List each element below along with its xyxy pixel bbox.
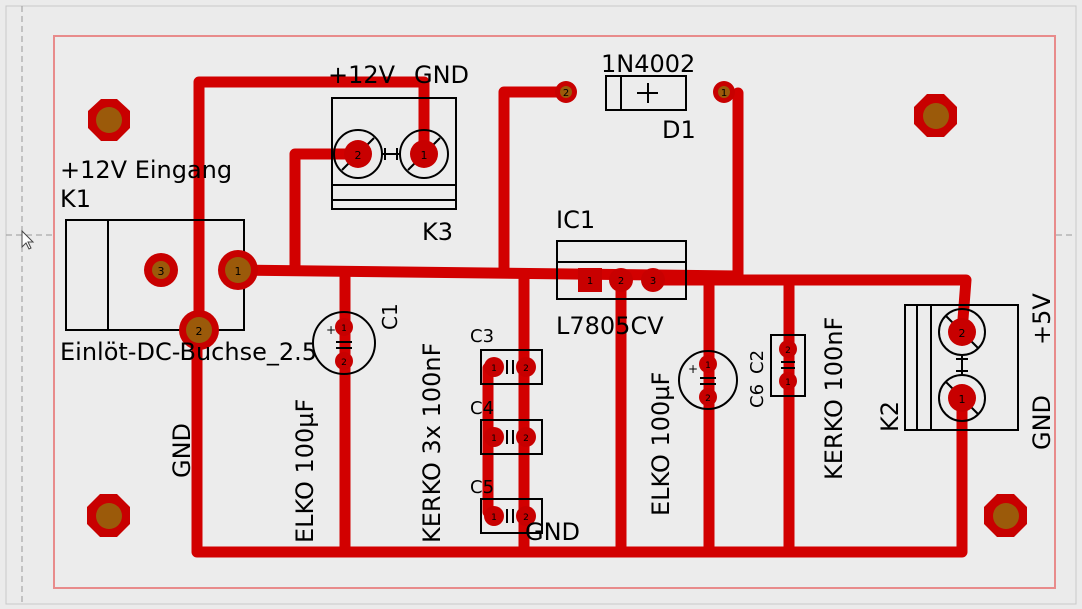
svg-text:1: 1 (721, 88, 727, 99)
pad-k3-1 (410, 140, 438, 168)
svg-text:1: 1 (959, 393, 966, 406)
pad-c5-1 (484, 506, 504, 526)
label-c4-ref: C4 (470, 398, 494, 419)
pad-c3-1 (484, 357, 504, 377)
svg-text:2: 2 (196, 325, 203, 338)
label-ic1-value: L7805CV (556, 312, 664, 340)
svg-text:2: 2 (355, 149, 362, 162)
silkscreen-labels: +12V GND 1N4002 D1 K3 IC1 L7805CV +12V E… (60, 50, 1056, 546)
trace-d1-anode (498, 86, 572, 276)
label-gnd-left: GND (168, 423, 196, 478)
label-c2-ref: C2 (747, 350, 768, 374)
pad-c1-1 (335, 318, 353, 336)
pad-c3-2 (516, 357, 536, 377)
svg-text:1: 1 (491, 434, 497, 444)
trace-5v-out (647, 274, 972, 338)
pad-c1-2 (335, 352, 353, 370)
k3-outline (331, 97, 457, 210)
svg-text:1: 1 (491, 513, 497, 523)
pad-c6-2 (779, 340, 797, 358)
svg-text:2: 2 (705, 394, 711, 404)
svg-text:2: 2 (618, 276, 624, 287)
pad-k2-2 (948, 318, 976, 346)
pad-c6-1 (779, 372, 797, 390)
label-plus5v: +5V (1028, 293, 1056, 345)
pad-c4-2 (516, 427, 536, 447)
label-kerko3x: KERKO 3x 100nF (418, 343, 446, 543)
svg-text:2: 2 (341, 358, 347, 368)
pad-c5-2 (516, 506, 536, 526)
label-c5-ref: C5 (470, 477, 494, 498)
label-c1-ref: C1 (378, 303, 402, 330)
c3-outline (480, 349, 543, 385)
d1-outline (605, 75, 687, 111)
svg-text:+: + (688, 362, 698, 376)
pads: 3 1 2 2 1 2 1 1 2 3 1 2 + 1 2 (144, 81, 976, 526)
pad-k2-1 (948, 384, 976, 412)
board-outline (53, 35, 1056, 589)
svg-text:1: 1 (341, 324, 347, 334)
svg-text:2: 2 (959, 327, 966, 340)
pad-ic1-1 (578, 268, 602, 292)
silkscreen (65, 75, 1019, 534)
trace-12v-input (193, 76, 430, 339)
label-gnd-top: GND (414, 61, 469, 89)
svg-text:1: 1 (421, 149, 428, 162)
label-elko2: ELKO 100µF (647, 372, 675, 516)
label-k1-value: Einlöt-DC-Buchse_2.5 (60, 338, 317, 366)
canvas-frame (5, 5, 1077, 605)
label-k2-ref: K2 (876, 401, 904, 432)
svg-text:2: 2 (523, 434, 529, 444)
svg-text:1: 1 (235, 265, 242, 278)
pad-k3-2 (344, 140, 372, 168)
label-kerko1: KERKO 100nF (820, 317, 848, 480)
pad-c4-1 (484, 427, 504, 447)
svg-text:1: 1 (705, 361, 711, 371)
svg-text:2: 2 (523, 364, 529, 374)
label-gnd-mid: GND (525, 518, 580, 546)
pad-ic1-2 (609, 268, 633, 292)
label-d1-ref: D1 (662, 116, 696, 144)
svg-text:3: 3 (650, 276, 656, 287)
svg-text:2: 2 (563, 88, 569, 99)
mounting-holes (87, 94, 1027, 537)
ic1-outline (556, 240, 687, 300)
svg-text:1: 1 (785, 378, 791, 388)
c5-outline (480, 498, 543, 534)
svg-text:2: 2 (523, 513, 529, 523)
trace-gnd-bus (191, 327, 968, 558)
c1-outline (312, 311, 376, 375)
svg-text:1: 1 (587, 276, 593, 287)
c6-outline (770, 334, 806, 397)
c2-outline (678, 350, 738, 410)
svg-text:2: 2 (785, 346, 791, 356)
label-gnd-right: GND (1028, 395, 1056, 450)
k2-outline (904, 304, 1019, 431)
trace-k3-plus (289, 148, 364, 276)
label-plus12v: +12V (328, 61, 396, 89)
svg-text:+: + (326, 323, 336, 337)
label-c3-ref: C3 (470, 326, 494, 347)
traces (191, 76, 972, 558)
label-k3-ref: K3 (422, 218, 453, 246)
mouse-cursor-icon (21, 229, 35, 250)
c4-outline (480, 419, 543, 455)
svg-text:3: 3 (158, 265, 165, 278)
label-k1-desc: +12V Eingang (60, 156, 232, 184)
label-elko1: ELKO 100µF (291, 399, 319, 543)
label-d1-value: 1N4002 (601, 50, 695, 78)
label-c6-ref: C6 (747, 384, 768, 408)
label-ic1-ref: IC1 (556, 206, 595, 234)
svg-text:1: 1 (491, 364, 497, 374)
pad-c2-2 (699, 388, 717, 406)
pad-c2-1 (699, 355, 717, 373)
pad-ic1-3 (641, 268, 665, 292)
label-k1-ref: K1 (60, 185, 91, 213)
